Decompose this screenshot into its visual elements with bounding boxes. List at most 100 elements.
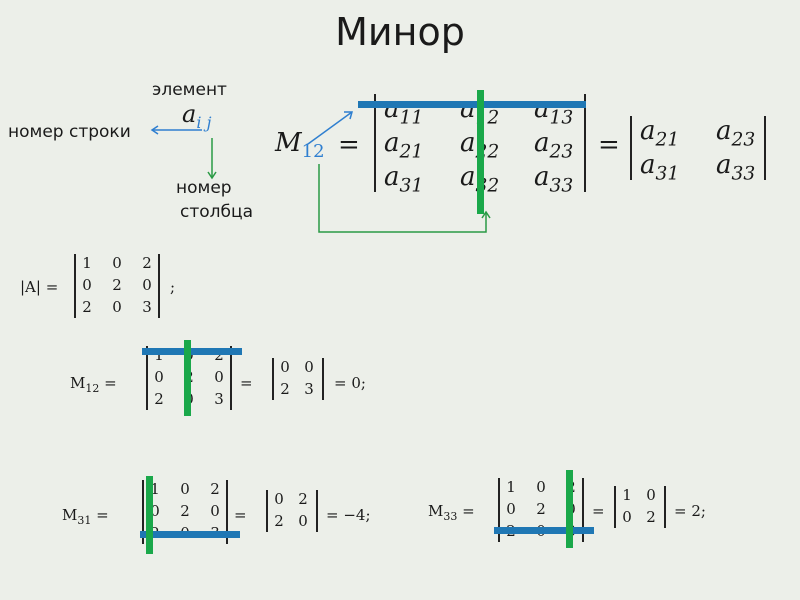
ex31-minor: 0 2 2 0 bbox=[266, 490, 320, 534]
ex31-cell: 1 bbox=[150, 480, 160, 498]
ex31-minor-right-bar bbox=[316, 490, 318, 532]
ex12-col-strike bbox=[184, 340, 191, 416]
ex31-cell: 2 bbox=[210, 480, 220, 498]
column-arrow-head bbox=[207, 171, 217, 180]
ex33-minor: 1 0 0 2 bbox=[614, 486, 668, 530]
def-cell-22: a22 bbox=[460, 128, 500, 163]
m12-lhs: M12 bbox=[275, 128, 325, 162]
ex12-minor-cell: 0 bbox=[304, 358, 314, 376]
a-cell: 0 bbox=[82, 276, 92, 294]
matrix-a: 1 0 2 0 2 0 2 0 3 bbox=[74, 254, 162, 320]
def-col-strike-line bbox=[477, 90, 484, 214]
ex31-right-bar bbox=[226, 480, 228, 544]
def-cell-21: a21 bbox=[384, 128, 424, 163]
ex12-minor-left-bar bbox=[272, 358, 274, 400]
def-minor-cell-21: a31 bbox=[640, 150, 680, 185]
ex33-col-strike bbox=[566, 470, 573, 548]
def-minor-right-bar bbox=[764, 116, 766, 180]
def-cell-31: a31 bbox=[384, 162, 424, 197]
def-cell-32: a32 bbox=[460, 162, 500, 197]
matrix-a-right-bar bbox=[158, 254, 160, 318]
aij-letter: a bbox=[182, 100, 197, 128]
ex33-eq2: = bbox=[592, 502, 605, 520]
def-equals-2: = bbox=[598, 130, 620, 160]
a-cell: 2 bbox=[142, 254, 152, 272]
ex31-minor-left-bar bbox=[266, 490, 268, 532]
def-matrix-left-bar bbox=[374, 94, 376, 192]
ex12-cell: 1 bbox=[154, 346, 164, 364]
ex33-cell: 0 bbox=[506, 500, 516, 518]
ex31-row-strike bbox=[140, 531, 240, 538]
m12-row-arrow-head bbox=[344, 111, 353, 120]
ex31-cell: 0 bbox=[150, 502, 160, 520]
aij-symbol: ai j bbox=[182, 100, 211, 132]
ex33-right-bar bbox=[582, 478, 584, 542]
ex12-minor-cell: 0 bbox=[280, 358, 290, 376]
matrix-a-left-bar bbox=[74, 254, 76, 318]
def-minor-cell-11: a21 bbox=[640, 116, 680, 151]
ex31-minor-cell: 2 bbox=[298, 490, 308, 508]
m12-col-arrow-head bbox=[481, 210, 491, 219]
a-cell: 3 bbox=[142, 298, 152, 316]
def-row-strike-line bbox=[358, 101, 586, 108]
ex33-minor-cell: 1 bbox=[622, 486, 632, 504]
ex12-eq2: = bbox=[240, 374, 253, 392]
m12-equals: = bbox=[338, 130, 360, 160]
column-number-label-2: столбца bbox=[180, 202, 253, 222]
ex12-cell: 3 bbox=[214, 390, 224, 408]
ex31-result: = −4; bbox=[326, 506, 371, 524]
ex33-left-bar bbox=[498, 478, 500, 542]
ex12-result: = 0; bbox=[334, 374, 366, 392]
def-cell-23: a23 bbox=[534, 128, 574, 163]
ex31-cell: 2 bbox=[180, 502, 190, 520]
m12-subscript: 12 bbox=[301, 141, 325, 163]
ex33-row-strike bbox=[494, 527, 594, 534]
def-cell-33: a33 bbox=[534, 162, 574, 197]
def-minor-cell-12: a23 bbox=[716, 116, 756, 151]
a-cell: 0 bbox=[112, 298, 122, 316]
ex12-right-bar bbox=[230, 346, 232, 410]
m12-row-arrow-line bbox=[307, 111, 353, 145]
ex12-cell: 0 bbox=[214, 368, 224, 386]
ex12-minor: 0 0 2 3 bbox=[272, 358, 326, 402]
ex33-cell: 1 bbox=[506, 478, 516, 496]
ex12-minor-right-bar bbox=[322, 358, 324, 400]
ex12-lhs: M12 = bbox=[70, 374, 117, 395]
def-cell-12: a12 bbox=[460, 94, 500, 129]
element-label: элемент bbox=[152, 80, 227, 100]
aij-subscript: i j bbox=[196, 112, 212, 132]
row-arrow-head bbox=[150, 125, 159, 135]
column-number-label-1: номер bbox=[176, 178, 232, 198]
ex12-left-bar bbox=[146, 346, 148, 410]
ex33-result: = 2; bbox=[674, 502, 706, 520]
matrix-a-semicolon: ; bbox=[170, 278, 176, 296]
definition-minor: a21 a23 a31 a33 bbox=[630, 114, 768, 185]
m12-letter: M bbox=[275, 128, 302, 158]
ex33-lhs: M33 = bbox=[428, 502, 475, 523]
def-minor-cell-22: a33 bbox=[716, 150, 756, 185]
ex31-minor-cell: 0 bbox=[274, 490, 284, 508]
a-cell: 1 bbox=[82, 254, 92, 272]
ex12-cell: 0 bbox=[154, 368, 164, 386]
ex33-minor-cell: 2 bbox=[646, 508, 656, 526]
ex31-eq2: = bbox=[234, 506, 247, 524]
ex31-left-bar bbox=[142, 480, 144, 544]
ex33-minor-cell: 0 bbox=[646, 486, 656, 504]
def-matrix-right-bar bbox=[584, 94, 586, 192]
ex31-minor-cell: 2 bbox=[274, 512, 284, 530]
ex33-minor-left-bar bbox=[614, 486, 616, 528]
slide-title: Минор bbox=[335, 10, 465, 54]
ex31-col-strike bbox=[146, 476, 153, 554]
ex12-minor-cell: 3 bbox=[304, 380, 314, 398]
matrix-a-lhs: |A| = bbox=[20, 278, 59, 296]
def-cell-13: a13 bbox=[534, 94, 574, 129]
ex12-cell: 2 bbox=[154, 390, 164, 408]
m12-col-arrow-path bbox=[318, 164, 487, 233]
def-cell-11: a11 bbox=[384, 94, 424, 129]
a-cell: 0 bbox=[142, 276, 152, 294]
a-cell: 2 bbox=[112, 276, 122, 294]
ex33-minor-cell: 0 bbox=[622, 508, 632, 526]
a-cell: 0 bbox=[112, 254, 122, 272]
ex12-cell: 2 bbox=[214, 346, 224, 364]
